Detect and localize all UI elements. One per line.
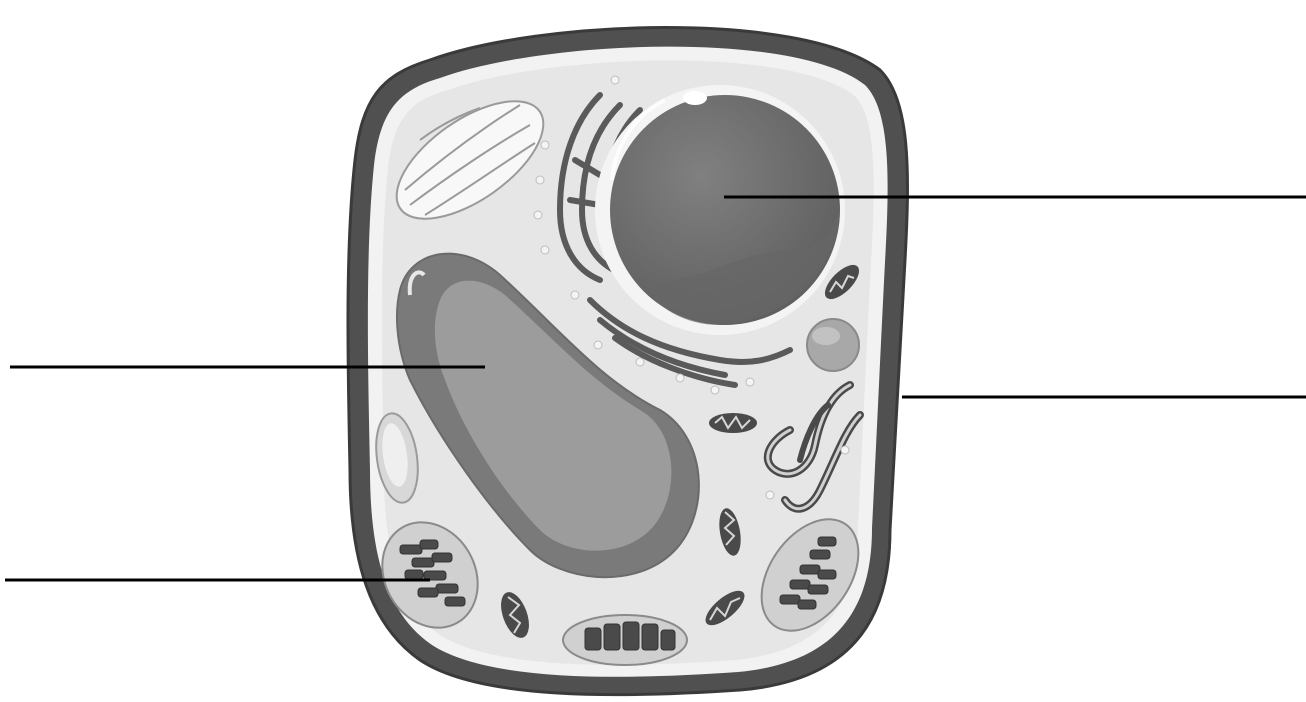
nucleus [595,85,845,335]
chloroplast-bottom-center [563,615,687,665]
mitochondrion-2 [709,413,757,433]
peroxisome [807,319,859,371]
